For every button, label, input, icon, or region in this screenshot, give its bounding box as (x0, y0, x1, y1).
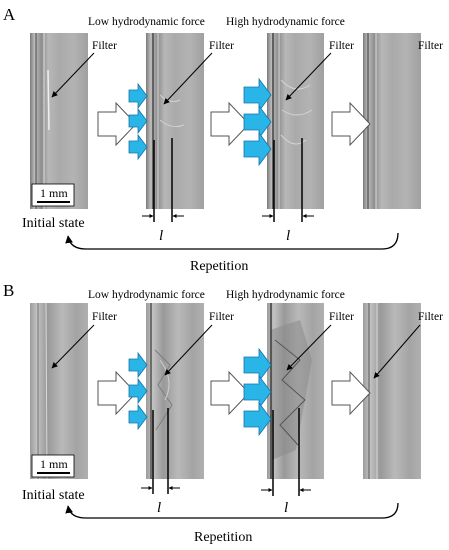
filter-label: Filter (209, 311, 234, 323)
scale-bar: 1 mm (31, 183, 75, 207)
flow-arrow (243, 131, 272, 167)
micrograph-initial (30, 33, 88, 209)
gap-symbol: l (159, 228, 163, 244)
transition-arrow (331, 370, 371, 416)
filter-label: Filter (209, 40, 234, 52)
transition-arrow (210, 101, 250, 147)
micrograph-high-force (267, 303, 324, 479)
micrograph-high-force (267, 33, 324, 209)
low-force-label: Low hydrodynamic force (88, 16, 205, 28)
filter-label: Filter (418, 40, 443, 52)
flow-arrow (243, 401, 272, 437)
high-flow-arrows (243, 77, 272, 167)
flow-arrow (243, 374, 272, 410)
filter-label: Filter (92, 311, 117, 323)
repetition-loop-arrow (65, 232, 399, 250)
filter-pointer (286, 324, 332, 371)
repetition-label: Repetition (194, 530, 252, 545)
micrograph-low-force (146, 33, 204, 209)
high-flow-arrows (243, 347, 272, 437)
filter-label: Filter (92, 40, 117, 52)
gap-symbol: l (286, 228, 290, 244)
filter-pointer (285, 52, 332, 101)
gap-indicator-low: l (142, 138, 184, 244)
filter-pointer (373, 324, 421, 379)
flow-arrow (128, 82, 148, 110)
filter-label: Filter (329, 311, 354, 323)
transition-arrow (210, 370, 250, 416)
flow-arrow (128, 351, 148, 379)
panel-letter: B (3, 281, 14, 300)
micrograph-initial (30, 302, 88, 480)
transition-arrow (331, 101, 371, 147)
high-force-label: High hydrodynamic force (226, 16, 345, 28)
flow-arrow (243, 104, 272, 140)
filter-pointer (51, 324, 95, 369)
filter-label: Filter (418, 311, 443, 323)
filter-pointer (51, 52, 95, 98)
repetition-label: Repetition (190, 259, 248, 274)
gap-indicator-low: l (141, 408, 180, 516)
low-force-label: Low hydrodynamic force (88, 289, 205, 301)
micrograph-low-force (146, 303, 204, 479)
micrograph-recovered (363, 33, 421, 209)
initial-state-label: Initial state (22, 216, 85, 231)
gap-symbol: l (284, 500, 288, 516)
panel-a: A Low hydrodynamic force High hydrodynam… (3, 5, 443, 274)
flow-arrow (243, 77, 272, 113)
high-force-label: High hydrodynamic force (226, 289, 345, 301)
flow-arrow (243, 347, 272, 383)
flow-arrow (128, 133, 148, 161)
flow-arrow (128, 403, 148, 431)
low-flow-arrows (128, 351, 148, 431)
repetition-loop-arrow (65, 502, 399, 519)
gap-symbol: l (157, 500, 161, 516)
micrograph-recovered (363, 303, 421, 479)
transition-arrow (97, 370, 137, 416)
initial-state-label: Initial state (22, 488, 85, 503)
scale-bar-label: 1 mm (40, 186, 68, 200)
low-flow-arrows (128, 82, 148, 161)
flow-arrow (128, 107, 148, 135)
filter-pointer (163, 52, 213, 105)
transition-arrow (97, 101, 137, 147)
scale-bar: 1 mm (31, 454, 75, 478)
gap-indicator-high: l (262, 138, 314, 244)
filter-label: Filter (329, 40, 354, 52)
scale-bar-label: 1 mm (40, 457, 68, 471)
flow-arrow (128, 377, 148, 405)
filter-pointer (164, 324, 213, 376)
panel-letter: A (3, 5, 16, 24)
gap-indicator-high: l (261, 408, 311, 516)
panel-b: B Low hydrodynamic force High hydrodynam… (3, 281, 443, 545)
